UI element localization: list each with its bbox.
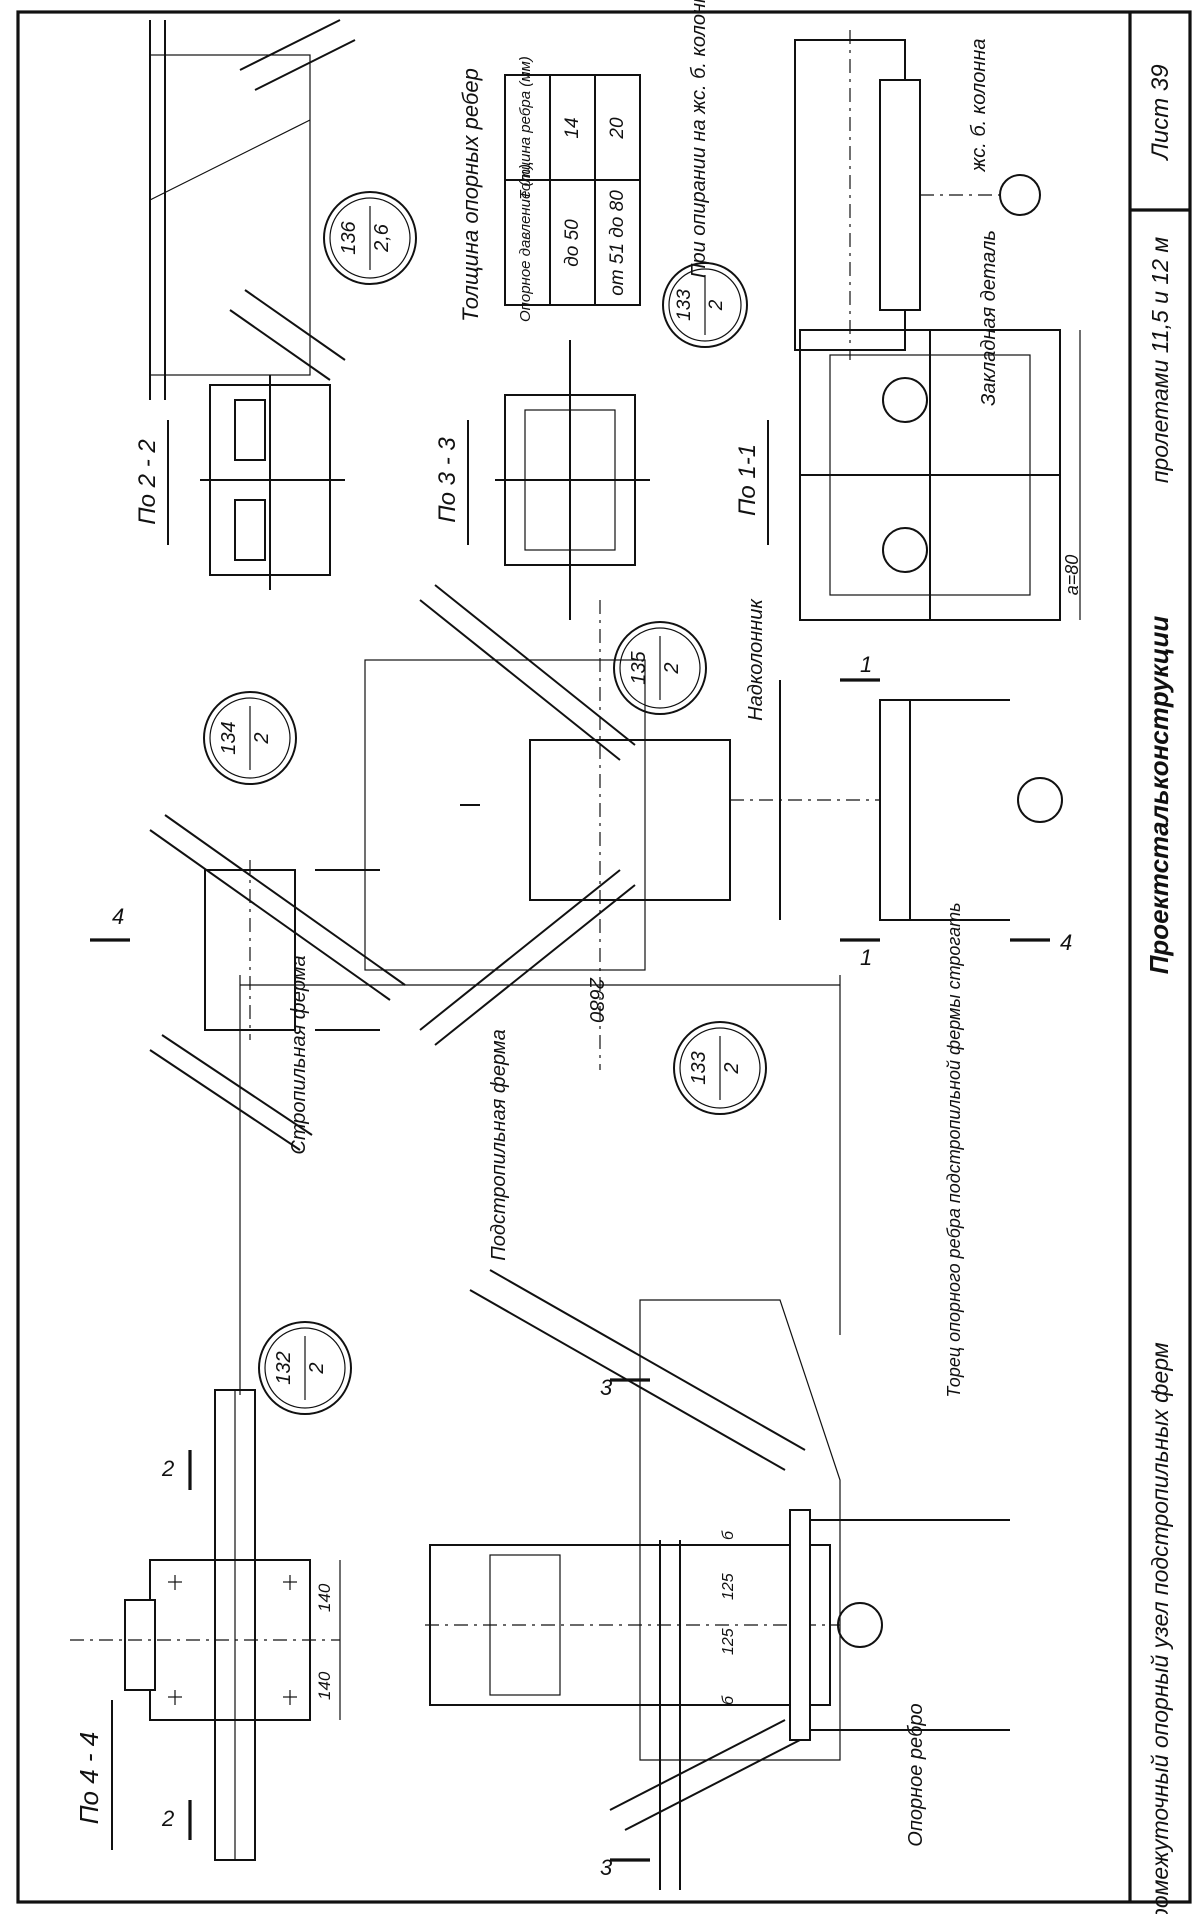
label-pri-opiranii: При опирании на жс. б. колонну (688, 0, 710, 278)
label-opornoe-rebro: Опорное ребро (905, 1703, 927, 1846)
rib-table-title: Толщина опорных ребер (458, 68, 483, 322)
axis-bubble-135 (1018, 778, 1062, 822)
svg-text:136: 136 (338, 220, 360, 254)
section-1-1-title: По 1-1 (734, 444, 761, 516)
view-section-4-4: По 4 - 4 2 2 140 140 132 2 (70, 1322, 351, 1860)
section-mark-3-bottom: 3 (600, 1855, 613, 1880)
section-4-4-title: По 4 - 4 (74, 1732, 104, 1825)
spans-title: пролетами 11,5 и 12 м (1147, 237, 1173, 483)
label-nadkolonnik: Надколонник (745, 598, 767, 721)
view-node-136: 136 2,6 (150, 20, 416, 400)
svg-text:134: 134 (218, 721, 240, 754)
dim-a80: а=80 (1062, 555, 1082, 596)
dim-125-b: 125 (720, 1628, 737, 1655)
section-mark-2-top: 2 (161, 1456, 174, 1481)
label-zhb-kolonna: жс. б. колонна (968, 39, 990, 173)
section-mark-1-bottom: 1 (860, 945, 872, 970)
node-ref-135: 135 2 (614, 622, 706, 714)
svg-text:2: 2 (706, 299, 727, 311)
dim-125-a: 125 (720, 1573, 737, 1600)
rib-row1-thickness: 14 (562, 117, 583, 138)
section-mark-4-bottom: 4 (1060, 930, 1072, 955)
series-title: Проектстальконструкции (1144, 616, 1174, 975)
section-mark-2-bottom: 2 (161, 1806, 174, 1831)
section-mark-3-top: 3 (600, 1375, 613, 1400)
svg-text:133: 133 (688, 1051, 710, 1084)
section-3-3-title: По 3 - 3 (434, 437, 461, 523)
label-podstropilnaya: Подстропильная ферма (488, 1029, 510, 1260)
dim-2680: 2680 (585, 977, 607, 1023)
node-ref-133-rc: 133 2 (663, 263, 747, 347)
svg-text:2: 2 (251, 732, 273, 744)
node-ref-132: 132 2 (259, 1322, 351, 1414)
svg-text:2: 2 (661, 662, 683, 674)
view-node-134: 4 Стропильная ферма 134 2 (90, 692, 405, 1155)
svg-text:2: 2 (721, 1062, 743, 1074)
view-section-2-2: По 2 - 2 (134, 375, 345, 590)
label-zakladnaya: Закладная деталь (978, 230, 1000, 406)
rib-thickness-table: Толщина опорных ребер Опорное давление (… (458, 56, 640, 322)
drawing-title: Промежуточный опорный узел подстропильны… (1147, 1342, 1173, 1914)
svg-text:135: 135 (628, 650, 650, 684)
label-stropilnaya: Стропильная ферма (288, 955, 310, 1154)
view-section-3-3: По 3 - 3 (434, 340, 650, 620)
node-ref-134: 134 2 (204, 692, 296, 784)
dim-140-a: 140 (315, 1583, 334, 1612)
view-section-1-1: По 1-1 а=80 (734, 330, 1082, 620)
rib-row2-pressure: от 51 до 80 (607, 190, 628, 296)
svg-text:133: 133 (674, 289, 695, 321)
rib-row1-pressure: до 50 (562, 219, 583, 267)
sheet-number: Лист 39 (1147, 64, 1174, 161)
svg-text:2: 2 (306, 1362, 328, 1374)
view-main-elevation: 3 3 125 125 б б 2680 Подстропильная ферм… (240, 902, 1010, 1890)
view-node-135: 1 1 4 Надколонник 135 2 (365, 585, 1072, 1070)
section-mark-1-top: 1 (860, 652, 872, 677)
dim-6-a: б (720, 1530, 737, 1540)
svg-text:132: 132 (273, 1351, 295, 1384)
node-ref-136: 136 2,6 (324, 192, 416, 284)
label-torets: Торец опорного ребра подстропильной ферм… (944, 902, 964, 1397)
section-mark-4-top: 4 (112, 904, 124, 929)
svg-text:2,6: 2,6 (371, 223, 393, 253)
sheet-frame (18, 12, 1190, 1902)
axis-bubble-rc (1000, 175, 1040, 215)
node-ref-133-main: 133 2 (674, 1022, 766, 1114)
dim-140-b: 140 (315, 1671, 334, 1700)
rib-row2-thickness: 20 (607, 117, 628, 140)
view-rc-column: При опирании на жс. б. колонну 133 2 Зак… (663, 0, 1040, 406)
axis-bubble (838, 1603, 882, 1647)
section-2-2-title: По 2 - 2 (134, 439, 161, 524)
dim-6-b: б (720, 1695, 737, 1705)
rib-header-thickness: Толщина ребра (мм) (517, 56, 534, 200)
